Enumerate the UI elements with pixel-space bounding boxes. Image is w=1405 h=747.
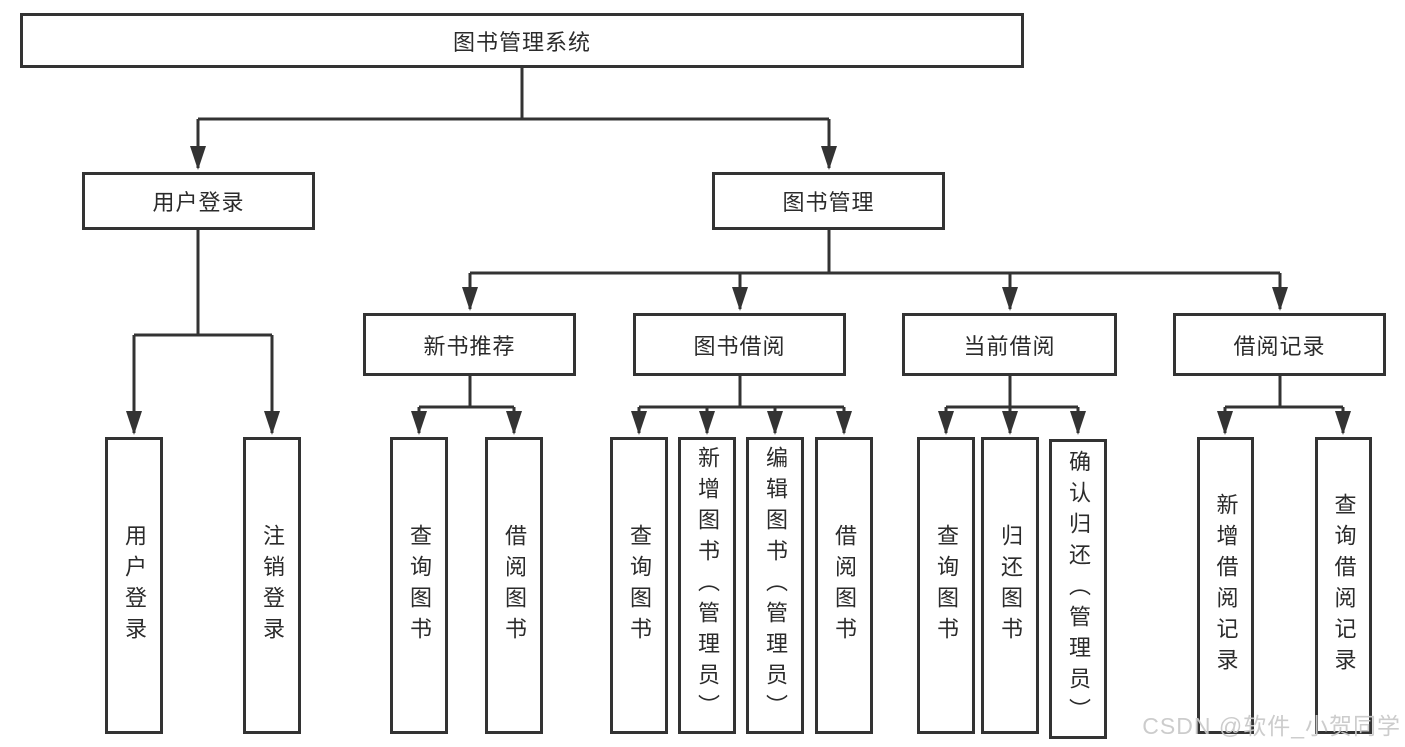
node-book-borrow: 图书借阅 <box>633 313 846 376</box>
node-label: 图书管理 <box>782 190 875 215</box>
leaf-edit-book-admin: 编辑图书（管理员） <box>746 437 804 734</box>
node-borrow-record: 借阅记录 <box>1173 313 1386 376</box>
node-label: 查询借阅记录 <box>1331 492 1357 679</box>
connector-trunk-currentborrow <box>946 376 1078 409</box>
leaf-add-borrow-record: 新增借阅记录 <box>1197 437 1254 734</box>
node-label: 用户登录 <box>152 190 245 215</box>
leaf-borrow-book: 借阅图书 <box>485 437 543 734</box>
leaf-logout: 注销登录 <box>243 437 301 734</box>
node-label: 确认归还（管理员） <box>1066 449 1091 729</box>
node-label: 借阅记录 <box>1233 333 1326 359</box>
connector-trunk-book <box>470 230 1280 275</box>
connector-trunk-bookborrow <box>639 376 844 409</box>
node-label: 查询图书 <box>407 523 432 648</box>
node-new-book-recommend: 新书推荐 <box>363 313 576 376</box>
leaf-query-book: 查询图书 <box>390 437 448 734</box>
node-label: 新增图书（管理员） <box>695 446 720 725</box>
connector-trunk-borrowrecord <box>1225 376 1343 409</box>
node-label: 归还图书 <box>998 523 1023 648</box>
csdn-watermark: CSDN @软件_小贺同学 <box>1142 713 1401 739</box>
leaf-query-borrow-record: 查询借阅记录 <box>1315 437 1372 734</box>
node-label: 图书管理系统 <box>452 29 591 55</box>
node-label: 借阅图书 <box>502 523 527 648</box>
node-current-borrow: 当前借阅 <box>902 313 1117 376</box>
leaf-confirm-return-admin: 确认归还（管理员） <box>1049 439 1107 739</box>
node-label: 新书推荐 <box>423 333 516 359</box>
node-book-management: 图书管理 <box>712 172 945 230</box>
node-label: 新增借阅记录 <box>1213 492 1239 679</box>
connector-trunk-root <box>198 68 829 121</box>
leaf-return-book: 归还图书 <box>981 437 1039 734</box>
node-user-login: 用户登录 <box>82 172 315 230</box>
node-label: 用户登录 <box>122 523 147 648</box>
node-root: 图书管理系统 <box>20 13 1024 68</box>
node-label: 编辑图书（管理员） <box>763 446 788 725</box>
node-label: 注销登录 <box>260 523 285 648</box>
leaf-borrow-book: 借阅图书 <box>815 437 873 734</box>
node-label: 当前借阅 <box>963 333 1056 359</box>
node-label: 图书借阅 <box>693 333 786 359</box>
connector-trunk-newbook <box>419 376 514 409</box>
node-label: 查询图书 <box>934 523 959 648</box>
leaf-query-book: 查询图书 <box>610 437 668 734</box>
connector-trunk-user <box>134 230 272 337</box>
leaf-query-book: 查询图书 <box>917 437 975 734</box>
leaf-add-book-admin: 新增图书（管理员） <box>678 437 736 734</box>
leaf-user-login: 用户登录 <box>105 437 163 734</box>
node-label: 查询图书 <box>627 523 652 648</box>
node-label: 借阅图书 <box>832 523 857 648</box>
